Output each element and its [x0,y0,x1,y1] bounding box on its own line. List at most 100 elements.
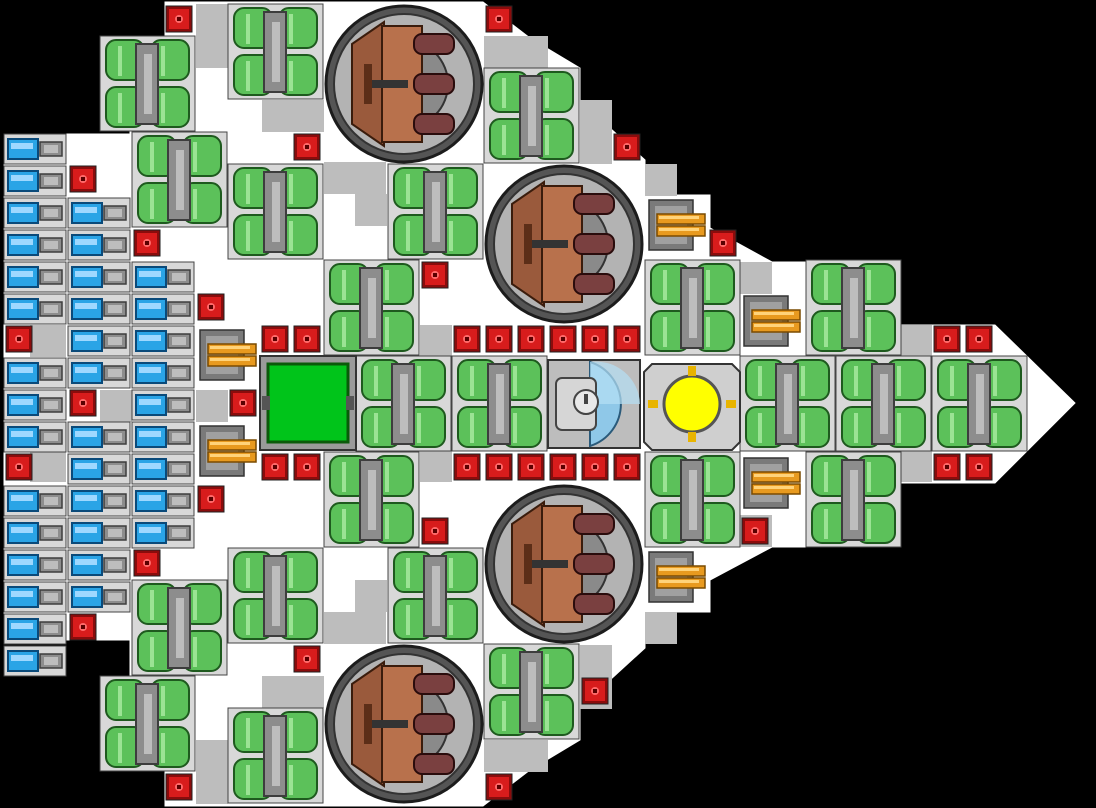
battery-cell-icon [67,229,131,261]
battery-cell-icon [3,613,67,645]
armor-block-icon [69,613,97,641]
armor-block-icon [293,325,321,353]
fuel-tank-icon [482,66,581,165]
armor-block-icon [229,389,257,417]
battery-cell-icon [3,389,67,421]
fuel-tank-icon [226,706,325,805]
battery-cell-icon [131,517,195,549]
battery-cell-icon [131,421,195,453]
armor-block-icon [5,453,33,481]
floor-corridors [30,4,932,804]
battery-cell-icon [131,453,195,485]
cannon-turret-icon [324,4,484,164]
armor-block-icon [261,325,289,353]
armor-block-icon [133,229,161,257]
battery-cell-icon [67,485,131,517]
armor-block-icon [613,133,641,161]
armor-block-icon [197,485,225,513]
fuel-tank-icon [643,450,742,549]
fuel-tank-icon [386,162,485,261]
battery-cell-icon [3,485,67,517]
armor-block-icon [933,325,961,353]
battery-cell-icon [67,581,131,613]
battery-cell-icon [67,549,131,581]
cannon-turret-icon [324,644,484,804]
battery-cell-icon [67,453,131,485]
battery-cell-icon [67,357,131,389]
battery-cell-icon [67,197,131,229]
armor-block-icon [453,325,481,353]
battery-cell-icon [3,645,67,677]
cannon-turret-icon [484,484,644,644]
armor-block-icon [197,293,225,321]
armor-block-icon [261,453,289,481]
fuel-tank-icon [130,130,229,229]
battery-cell-icon [3,517,67,549]
battery-cell-icon [3,229,67,261]
armor-block-icon [69,389,97,417]
armor-block-icon [485,325,513,353]
fuel-tank-icon [386,546,485,645]
armor-block-icon [709,229,737,257]
armor-block-icon [69,165,97,193]
armor-block-icon [421,517,449,545]
battery-cell-icon [131,293,195,325]
armor-block-icon [517,325,545,353]
battery-cell-icon [67,261,131,293]
armor-block-icon [613,325,641,353]
armor-block-icon [549,453,577,481]
fuel-tank-icon [450,354,549,453]
fuel-tank-icon [804,258,903,357]
armor-block-icon [549,325,577,353]
fuel-tank-icon [643,258,742,357]
fuel-tank-icon [930,354,1029,453]
battery-cell-icon [67,293,131,325]
battery-cell-icon [3,133,67,165]
battery-cell-icon [3,261,67,293]
battery-cell-icon [3,549,67,581]
armor-block-icon [293,645,321,673]
armor-block-icon [741,517,769,545]
fuel-tank-icon [98,674,197,773]
armor-block-icon [933,453,961,481]
battery-cell-icon [3,421,67,453]
armor-block-icon [965,325,993,353]
armor-block-icon [421,261,449,289]
armor-block-icon [581,325,609,353]
battery-cell-icon [67,517,131,549]
fuel-tank-icon [482,642,581,741]
bridge-cockpit-icon [547,359,641,449]
battery-cell-icon [131,357,195,389]
armor-block-icon [485,453,513,481]
battery-cell-icon [131,325,195,357]
armor-block-icon [581,453,609,481]
fuel-tank-icon [738,354,837,453]
fuel-tank-icon [834,354,933,453]
armor-block-icon [165,5,193,33]
armor-block-icon [293,453,321,481]
armor-block-icon [965,453,993,481]
battery-cell-icon [3,581,67,613]
armor-block-icon [517,453,545,481]
cargo-bay-icon [259,355,357,451]
fuel-tank-icon [322,258,421,357]
fuel-tank-icon [354,354,453,453]
battery-column-3 [131,261,195,549]
armor-block-icon [613,453,641,481]
fuel-tank-icon [130,578,229,677]
battery-cell-icon [131,261,195,293]
battery-cell-icon [131,485,195,517]
battery-cell-icon [3,165,67,197]
armor-block-icon [5,325,33,353]
fuel-tank-icon [226,546,325,645]
armor-block-icon [485,773,513,801]
reactor-core-icon [643,363,741,451]
battery-cell-icon [3,293,67,325]
battery-cell-icon [131,389,195,421]
armor-block-icon [453,453,481,481]
battery-cell-icon [3,197,67,229]
battery-cell-icon [67,325,131,357]
fuel-tank-icon [226,162,325,261]
fuel-tank-icon [98,34,197,133]
